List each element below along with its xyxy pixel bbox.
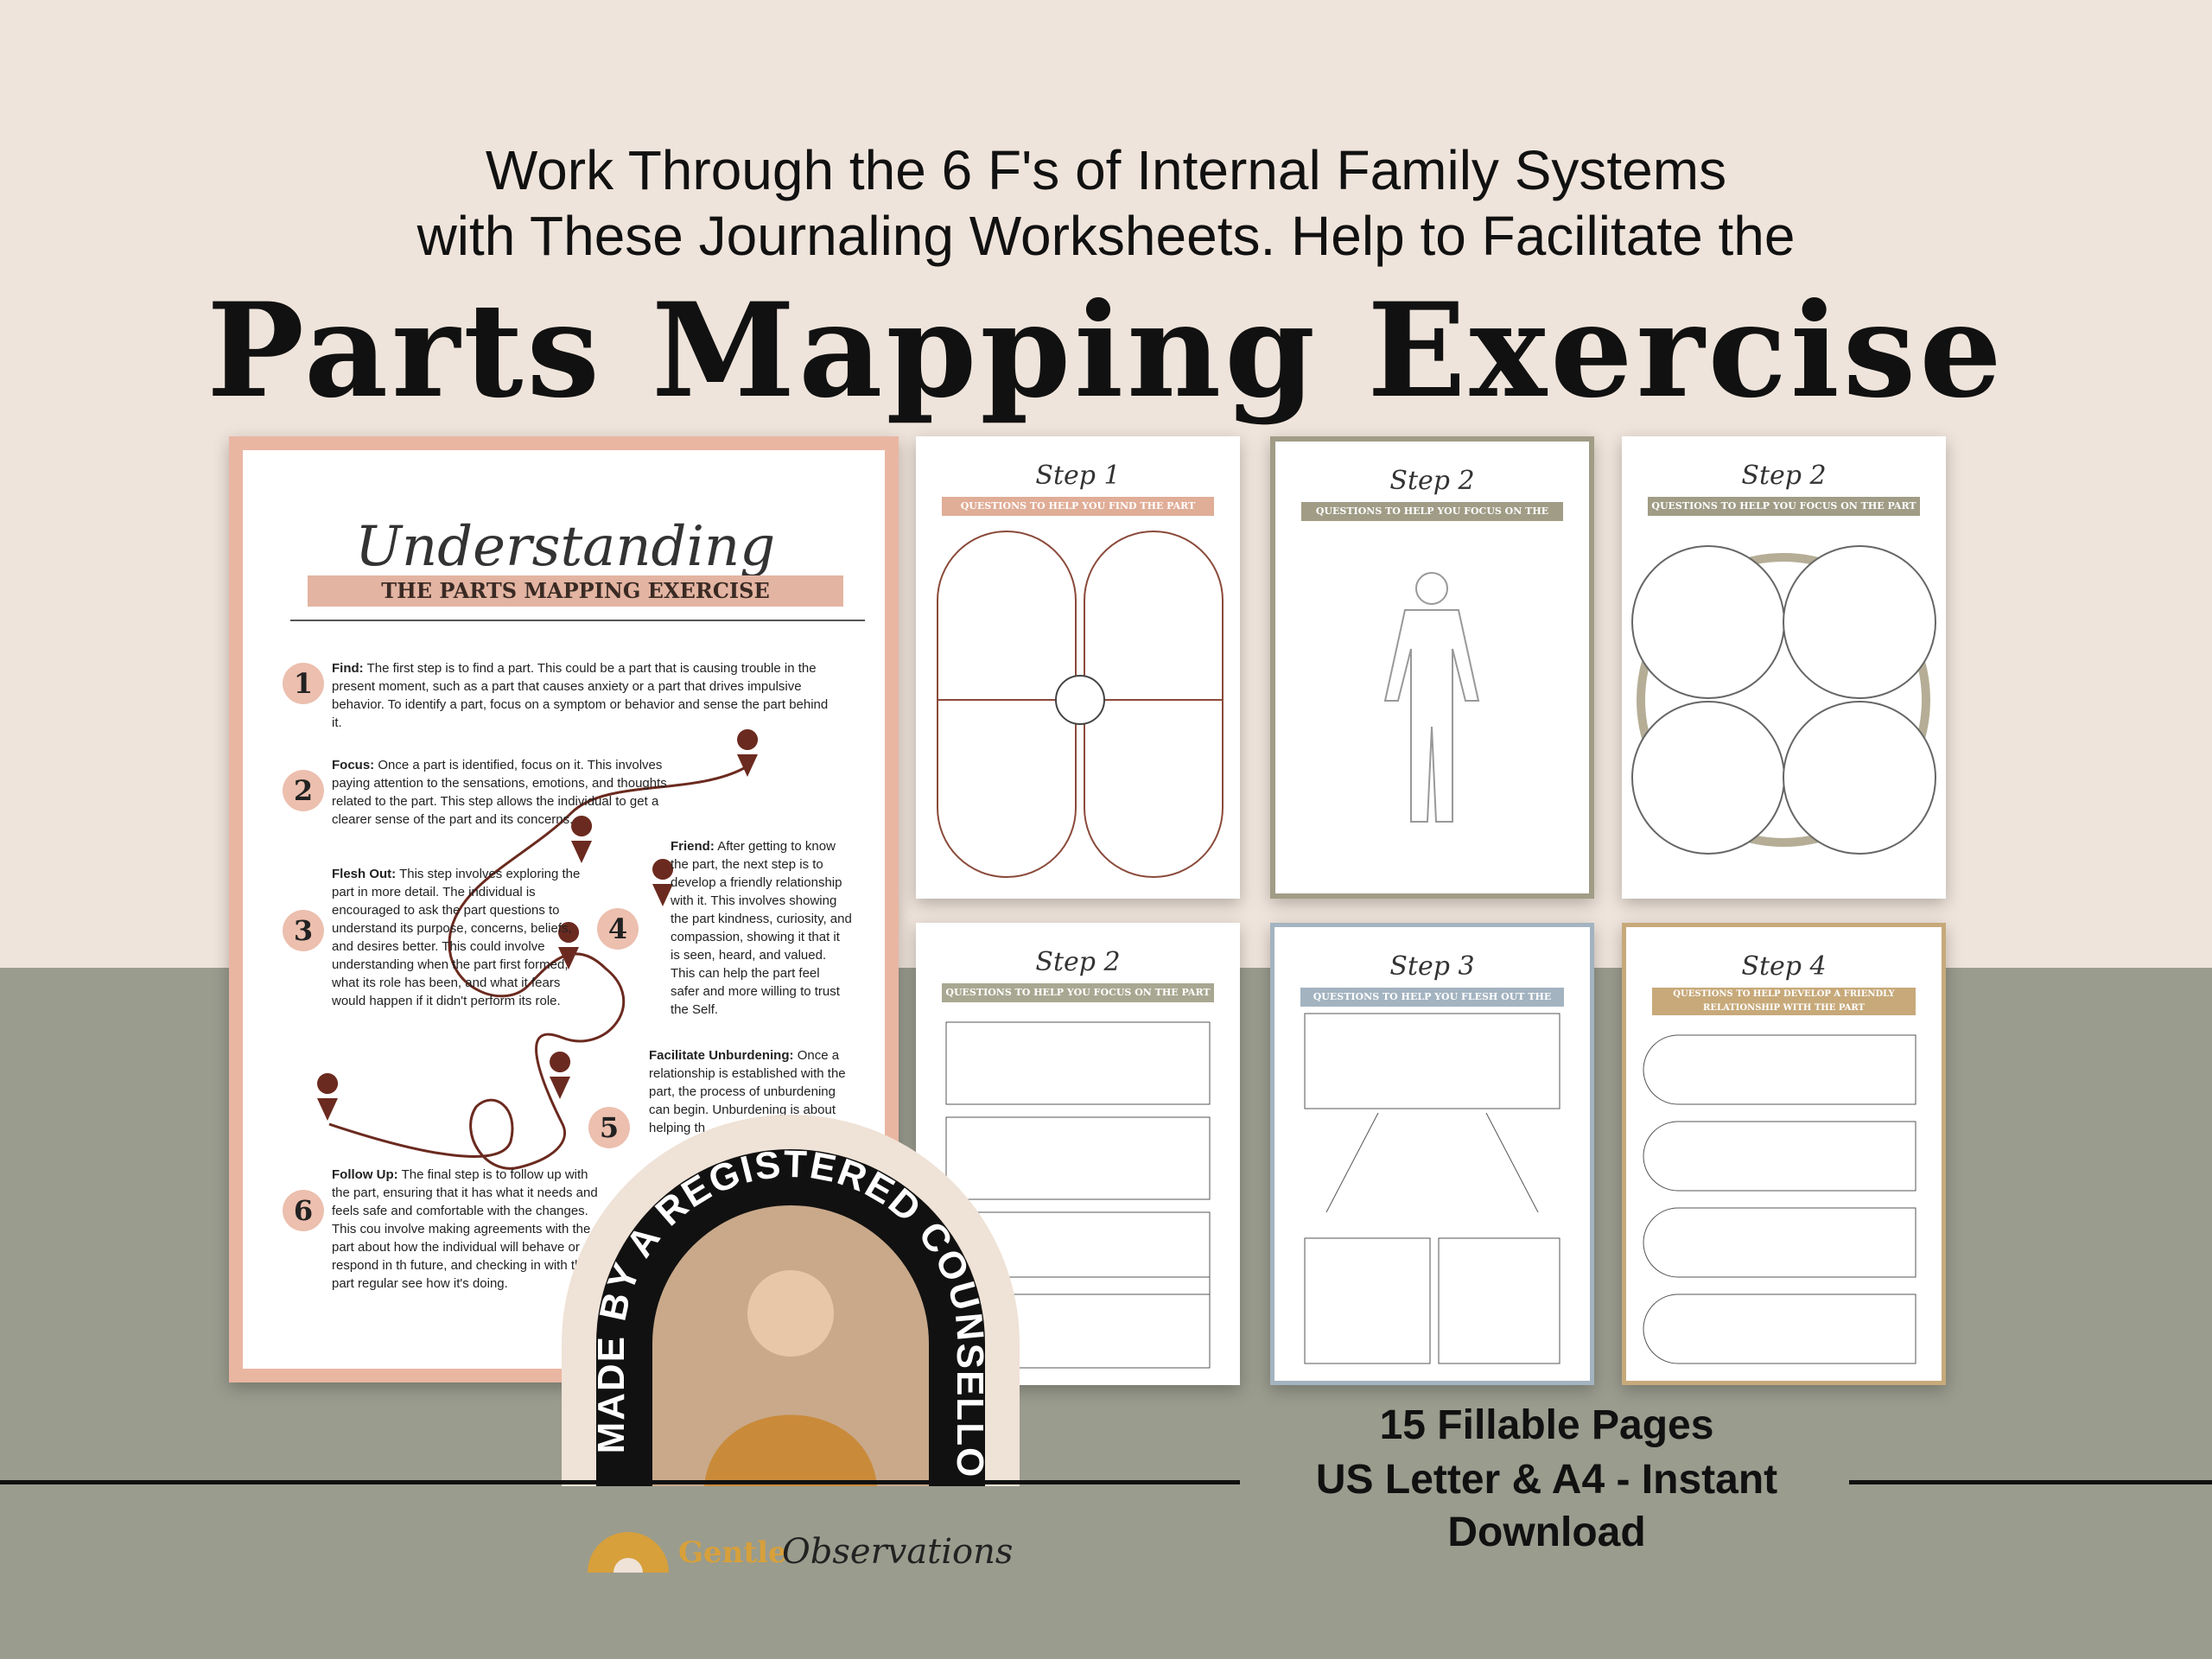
path-map [317,729,759,1170]
step-title: Find: [332,661,364,676]
step-body: The first step is to find a part. This c… [332,661,829,730]
script-title: Understanding [355,515,776,579]
thumb-step-label: Step 2 [1741,461,1827,491]
thumb-step-label: Step 3 [1389,951,1475,982]
thumb-step-4: Step 4 QUESTIONS TO HELP DEVELOP A FRIEN… [1622,923,1946,1385]
thumb-diagram [937,531,1224,878]
step-body: This step involves exploring the part in… [332,867,581,1008]
thumb-diagram [1643,1034,1916,1364]
divider [290,620,865,621]
step-title: Facilitate Unburdening: [649,1048,794,1063]
thumb-step-1: Step 1 QUESTIONS TO HELP YOU FIND THE PA… [916,436,1240,899]
info-download: Download [1447,1510,1646,1555]
step-flesh-out: Flesh Out: This step involves exploring … [332,865,582,1010]
step-body: Once a part is identified, focus on it. … [332,758,667,827]
body-outline-icon [1383,572,1480,823]
headline-title: Parts Mapping Exercise [207,275,2005,427]
counsellor-badge: MADE BY A REGISTERED COUNSELLOR [562,1115,1020,1486]
step-number-2: 2 [283,770,324,811]
step-title: Friend: [671,839,715,854]
step-number-3: 3 [283,910,324,951]
map-pin-icon [550,1052,571,1099]
thumb-step-label: Step 1 [1035,461,1121,491]
step-title: Focus: [332,758,375,772]
map-pin-icon [737,729,759,777]
thumb-step-2-circles: Step 2 QUESTIONS TO HELP YOU FOCUS ON TH… [1622,436,1946,899]
avatar [747,1270,834,1357]
thumb-banner: QUESTIONS TO HELP YOU FIND THE PART [942,497,1214,516]
thumb-banner: QUESTIONS TO HELP YOU FOCUS ON THE PART [1301,502,1563,536]
thumb-banner: QUESTIONS TO HELP YOU FOCUS ON THE PART [1648,497,1920,516]
sunrise-logo-icon [588,1532,669,1573]
step-facilitate: Facilitate Unburdening: Once a relations… [649,1046,856,1137]
step-number-5: 5 [588,1107,630,1148]
brand-word-1: Gentle [678,1535,787,1570]
map-pin-icon [571,816,593,863]
headline-line-2: with These Journaling Worksheets. Help t… [416,205,1796,267]
info-pages: 15 Fillable Pages [1379,1402,1714,1448]
step-find: Find: The first step is to find a part. … [332,659,842,732]
map-pin-icon [317,1073,339,1121]
thumb-banner: QUESTIONS TO HELP YOU FOCUS ON THE PART [942,983,1214,1002]
thumb-step-label: Step 4 [1741,951,1827,982]
map-pin-icon [558,922,580,969]
map-pin-icon [652,859,674,906]
step-body: Once a relationship is established with … [649,1048,846,1135]
headline-line-1: Work Through the 6 F's of Internal Famil… [485,139,1727,201]
brand-word-2: Observations [782,1532,1014,1572]
thumb-banner: QUESTIONS TO HELP DEVELOP A FRIENDLY REL… [1652,988,1916,1015]
thumb-banner: QUESTIONS TO HELP YOU FLESH OUT THE PART [1300,988,1564,1021]
map-curve [328,766,745,1170]
step-number-1: 1 [283,663,324,704]
step-title: Flesh Out: [332,867,397,881]
step-body: The final step is to follow up with the … [332,1167,598,1291]
step-number-6: 6 [283,1190,324,1231]
thumb-step-label: Step 2 [1389,466,1475,496]
thumb-diagram [1631,545,1936,855]
step-number-4: 4 [597,908,639,950]
thumb-step-2-body: Step 2 QUESTIONS TO HELP YOU FOCUS ON TH… [1270,436,1594,899]
thumb-diagram [1304,1013,1560,1364]
thumb-step-3: Step 3 QUESTIONS TO HELP YOU FLESH OUT T… [1270,923,1594,1385]
divider-line-right [1849,1480,2212,1484]
divider-line-left [0,1480,1240,1484]
info-format: US Letter & A4 - Instant [1315,1457,1778,1503]
step-follow-up: Follow Up: The final step is to follow u… [332,1166,608,1293]
step-title: Follow Up: [332,1167,398,1182]
main-banner: THE PARTS MAPPING EXERCISE [308,575,843,607]
step-friend: Friend: After getting to know the part, … [671,837,852,1019]
thumb-step-label: Step 2 [1035,947,1121,977]
step-focus: Focus: Once a part is identified, focus … [332,756,695,829]
step-body: After getting to know the part, the next… [671,839,852,1017]
